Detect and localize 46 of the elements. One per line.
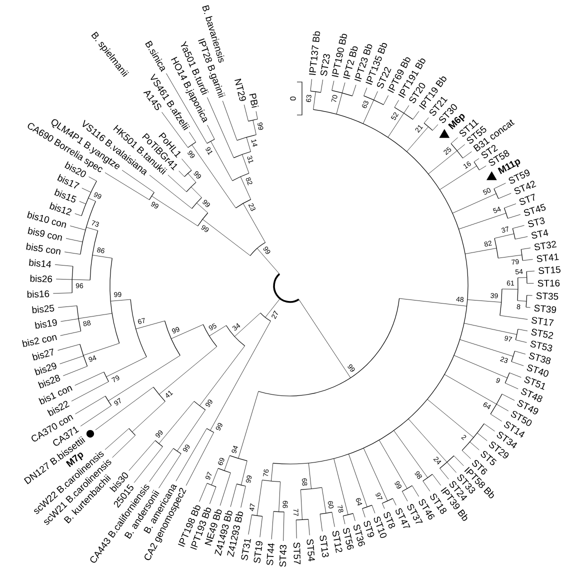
taxon-label: ST40	[526, 364, 548, 377]
taxon-label: ST45	[524, 204, 546, 216]
taxon-label: ST23	[320, 54, 330, 76]
taxon-label: ST51	[524, 376, 545, 390]
taxon-label: bis16	[27, 290, 50, 298]
taxon-label: bis12	[49, 202, 72, 216]
taxon-label: ST31	[241, 538, 251, 560]
taxon-label: bis28	[38, 374, 60, 388]
taxon-label: bis26	[30, 274, 52, 282]
taxon-label: ST17	[531, 316, 554, 326]
scale-label: 0	[290, 96, 296, 100]
taxon-label: ST44	[266, 543, 274, 566]
taxon-label: bis9 con	[28, 227, 62, 241]
taxon-label: ST32	[534, 240, 557, 250]
taxon-label: ST35	[536, 292, 558, 300]
taxon-label: ST38	[528, 352, 551, 364]
taxon-label: ST13	[320, 535, 329, 558]
taxon-label: ST48	[521, 388, 542, 402]
taxon-label: ST7	[519, 194, 534, 205]
taxon-label: ST4	[532, 229, 548, 239]
taxon-label: ST53	[530, 340, 552, 352]
taxon-label: ST9	[364, 520, 374, 538]
taxon-label: ST36	[354, 524, 365, 546]
taxon-label: ST39	[534, 304, 556, 313]
taxon-label: bis15	[54, 188, 76, 202]
taxon-label: ST43	[279, 544, 287, 567]
taxon-label: IPT137 Bb	[309, 31, 320, 76]
taxon-label: PBi	[249, 93, 259, 108]
taxon-label: ST19	[254, 541, 262, 564]
taxon-label: bis29	[34, 362, 56, 376]
taxon-label: NT29	[234, 78, 246, 101]
taxon-label: ST41	[536, 254, 559, 262]
taxon-label: ST16	[538, 280, 560, 287]
taxon-label: bis14	[29, 258, 51, 268]
taxon-label: ST3	[528, 217, 545, 228]
taxon-label: ST56	[343, 528, 354, 550]
taxon-label: ST12	[332, 530, 342, 553]
taxon-label: bis2 con	[22, 335, 57, 348]
taxon-label: ST54	[306, 539, 315, 562]
taxon-label: ST15	[538, 266, 560, 274]
taxon-label: bis25	[32, 304, 54, 314]
taxon-label: bis19	[34, 319, 57, 329]
taxon-label: bis27	[32, 348, 54, 361]
taxon-label: ST52	[531, 328, 554, 339]
taxon-label: ST57	[293, 542, 301, 564]
taxon-label: bis5 con	[26, 242, 60, 255]
